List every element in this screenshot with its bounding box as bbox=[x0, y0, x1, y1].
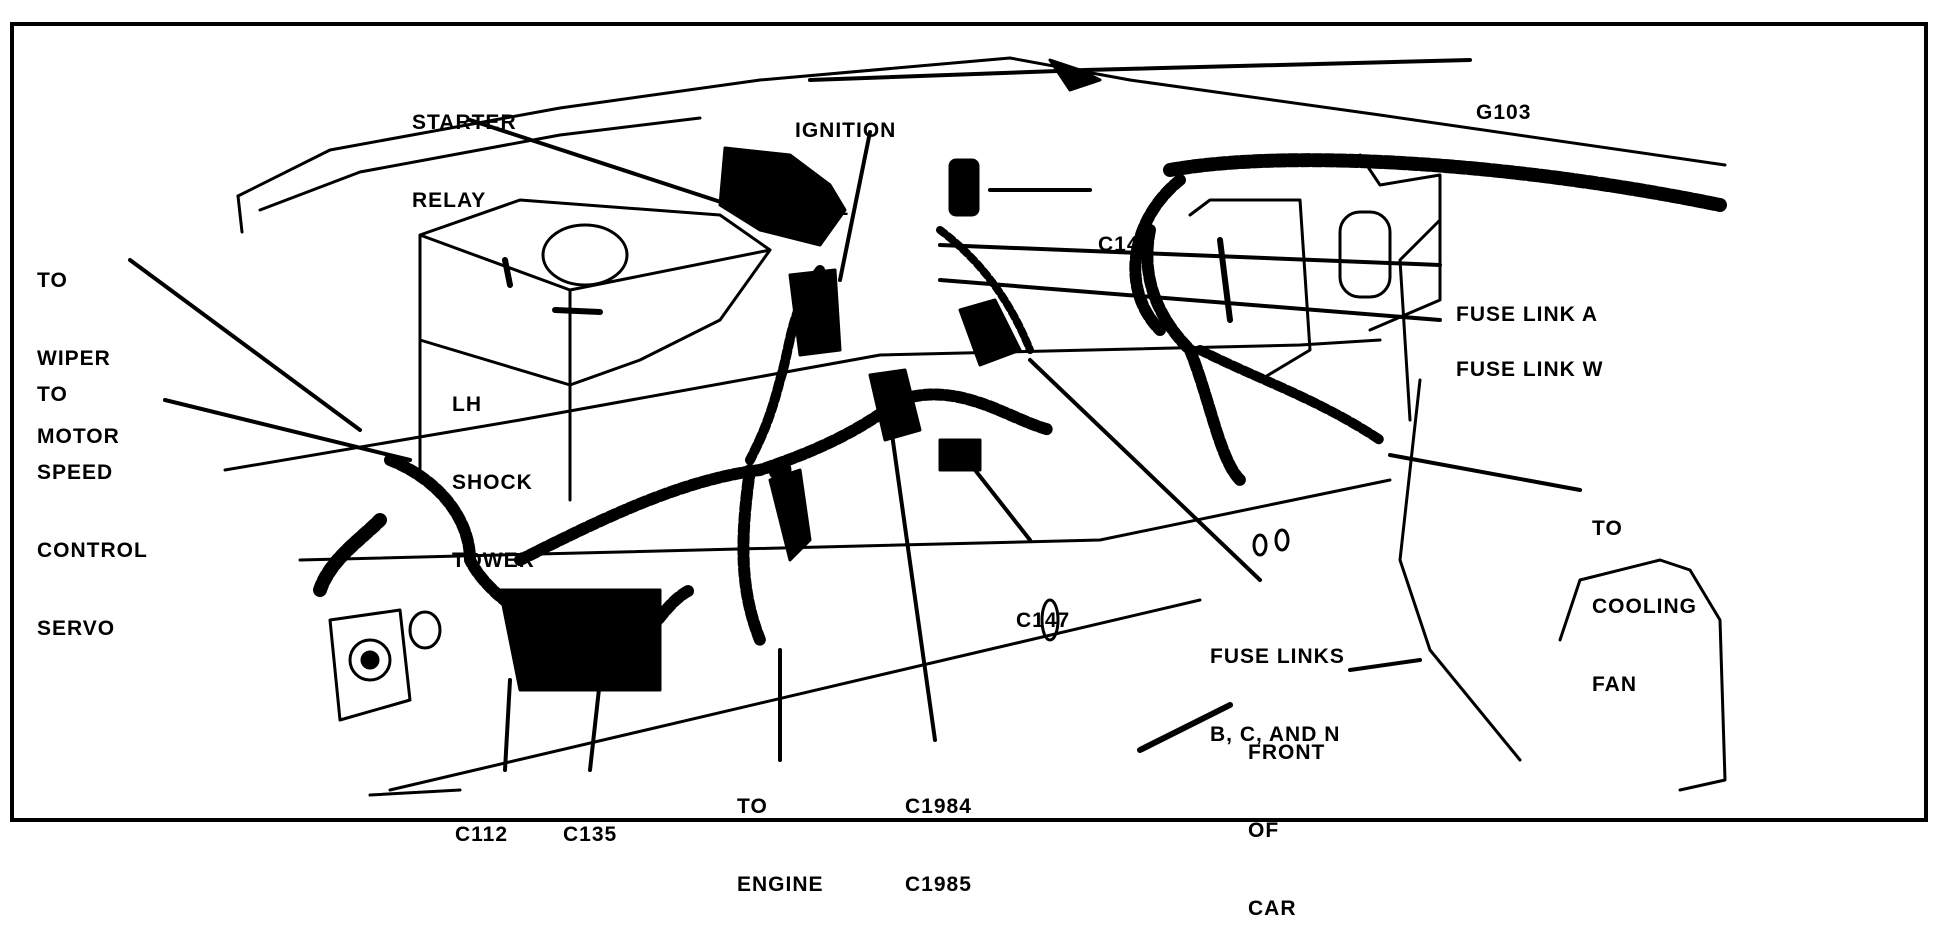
label-c135: C135 bbox=[563, 770, 617, 874]
label-line: FUSE LINK A bbox=[1456, 303, 1599, 326]
label-ignition-coil: IGNITION COIL bbox=[795, 66, 896, 248]
c149-connector bbox=[948, 158, 980, 217]
label-line: RELAY bbox=[412, 189, 487, 212]
label-line: MOTOR bbox=[37, 425, 120, 448]
c112-c135-block bbox=[498, 588, 662, 692]
label-line: G103 bbox=[1476, 101, 1532, 124]
starter-relay-leader bbox=[468, 118, 732, 207]
label-starter-relay: STARTER RELAY bbox=[412, 58, 517, 240]
label-line: TO bbox=[1592, 517, 1623, 540]
label-line: FUSE LINKS bbox=[1210, 645, 1345, 668]
label-lh-shock-tower: LH SHOCK TOWER bbox=[452, 340, 535, 600]
label-c112: C112 bbox=[455, 770, 508, 874]
label-line: CONTROL bbox=[37, 539, 148, 562]
label-line: IGNITION bbox=[795, 119, 897, 142]
label-to-speed-control-servo: TO SPEED CONTROL SERVO bbox=[37, 330, 148, 668]
label-line: STARTER bbox=[412, 111, 517, 134]
fender-inner-edge bbox=[1398, 378, 1522, 762]
label-line: TO bbox=[37, 269, 68, 292]
label-line: COOLING bbox=[1592, 595, 1697, 618]
label-line: WIPER bbox=[37, 347, 111, 370]
label-line: C147 bbox=[1016, 609, 1071, 632]
label-line: FUSE LINK W bbox=[1456, 358, 1604, 381]
label-front-of-car: FRONT OF CAR bbox=[1248, 688, 1325, 948]
label-line: C149 bbox=[1098, 233, 1153, 256]
label-line: TO bbox=[37, 383, 68, 406]
label-line: TO bbox=[737, 795, 768, 818]
ignition-coil bbox=[788, 268, 842, 357]
label-g103: G103 bbox=[1476, 48, 1531, 152]
label-to-cooling-fan: TO COOLING FAN bbox=[1592, 464, 1697, 724]
label-line: FRONT bbox=[1248, 741, 1326, 764]
label-line: OF bbox=[1248, 819, 1280, 842]
label-line: C112 bbox=[455, 823, 509, 846]
label-c149: C149 bbox=[1098, 180, 1152, 284]
cowl-edge bbox=[236, 56, 1727, 198]
label-line: SERVO bbox=[37, 617, 116, 640]
label-to-wiper-motor: TO WIPER MOTOR bbox=[37, 216, 120, 476]
label-line: FAN bbox=[1592, 673, 1637, 696]
label-to-engine: TO ENGINE bbox=[737, 742, 824, 924]
starter-relay bbox=[718, 146, 847, 247]
label-line: C1984 bbox=[905, 795, 972, 818]
diagram-frame bbox=[10, 22, 1928, 822]
label-c147: C147 bbox=[1016, 556, 1070, 660]
label-line: SPEED bbox=[37, 461, 114, 484]
label-line: B, C, AND N bbox=[1210, 723, 1341, 746]
label-fuse-link-w: FUSE LINK W bbox=[1456, 305, 1604, 409]
label-line: CAR bbox=[1248, 897, 1297, 920]
label-line: COIL bbox=[795, 197, 850, 220]
label-line: C135 bbox=[563, 823, 618, 846]
label-fuse-links-bcn: FUSE LINKS B, C, AND N bbox=[1210, 592, 1345, 774]
label-line: SHOCK bbox=[452, 471, 533, 494]
shock-tower-hole bbox=[541, 223, 629, 287]
label-fuse-link-a: FUSE LINK A bbox=[1456, 250, 1598, 354]
label-c1984-c1985: C1984 C1985 bbox=[905, 742, 972, 924]
label-line: TOWER bbox=[452, 549, 535, 572]
label-line: C1985 bbox=[905, 873, 972, 896]
shock-tower-outline bbox=[418, 198, 772, 387]
label-line: ENGINE bbox=[737, 873, 824, 896]
engine-compartment-drawing bbox=[128, 56, 1727, 797]
label-line: LH bbox=[452, 393, 482, 416]
